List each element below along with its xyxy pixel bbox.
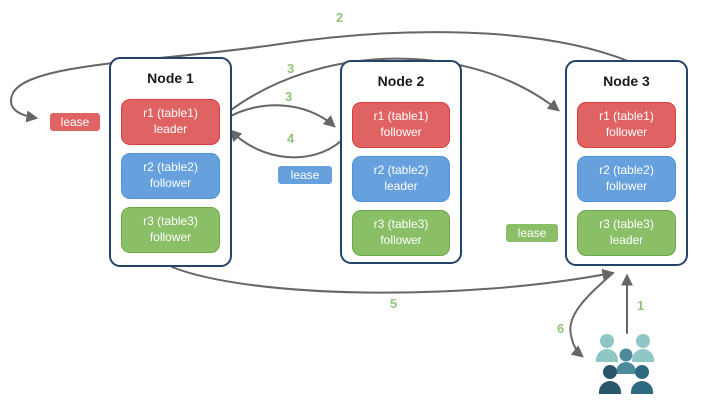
replica-range: r2 (table2) — [599, 163, 654, 178]
arrow-step-3-node1-to-node2 — [226, 104, 336, 128]
lease-label: lease — [60, 115, 90, 129]
replica-range: r1 (table1) — [143, 106, 198, 121]
step-label-3a: 3 — [287, 61, 295, 76]
arrow-step-4-node2-to-node1 — [229, 129, 342, 159]
node-2: Node 2 r1 (table1) follower r2 (table2) … — [340, 60, 462, 264]
replica-role: leader — [153, 122, 188, 136]
arrow-step-2-node3-to-lease1 — [10, 31, 629, 123]
arrow-step-5-node1-to-node3 — [171, 266, 615, 294]
replica-role: leader — [384, 179, 418, 193]
node2-replica-r2: r2 (table2) leader — [352, 156, 450, 202]
replica-range: r3 (table3) — [599, 217, 654, 232]
step-label-3b: 3 — [285, 89, 293, 104]
step-label-5: 5 — [390, 296, 398, 311]
node-1-title: Node 1 — [147, 70, 194, 86]
step-label-2: 2 — [336, 10, 344, 25]
node1-replica-r2: r2 (table2) follower — [121, 153, 220, 199]
users-group-icon — [596, 334, 654, 394]
node3-replica-r2: r2 (table2) follower — [577, 156, 676, 202]
replica-role: follower — [605, 179, 648, 193]
node2-replica-r3: r3 (table3) follower — [352, 210, 450, 256]
replica-role: follower — [380, 233, 422, 247]
lease-badge-r2: lease — [277, 165, 333, 185]
step-label-1: 1 — [637, 298, 645, 313]
node1-replica-r1: r1 (table1) leader — [121, 99, 220, 145]
step-label-4: 4 — [287, 131, 295, 146]
replica-range: r3 (table3) — [143, 214, 198, 229]
replica-range: r3 (table3) — [373, 217, 429, 232]
replica-range: r2 (table2) — [373, 163, 429, 178]
lease-label: lease — [517, 226, 547, 240]
replica-role: follower — [149, 176, 192, 190]
node2-replica-r1: r1 (table1) follower — [352, 102, 450, 148]
node3-replica-r1: r1 (table1) follower — [577, 102, 676, 148]
node3-replica-r3: r3 (table3) leader — [577, 210, 676, 256]
step-label-6: 6 — [557, 321, 565, 336]
node-3-title: Node 3 — [603, 73, 650, 89]
replica-range: r1 (table1) — [373, 109, 429, 124]
replica-role: leader — [609, 233, 644, 247]
replica-role: follower — [149, 230, 192, 244]
node-3: Node 3 r1 (table1) follower r2 (table2) … — [565, 60, 688, 266]
lease-badge-r1: lease — [49, 112, 101, 132]
node-1: Node 1 r1 (table1) leader r2 (table2) fo… — [109, 57, 232, 267]
replica-role: follower — [605, 125, 648, 139]
lease-badge-r3: lease — [505, 223, 559, 243]
node1-replica-r3: r3 (table3) follower — [121, 207, 220, 253]
lease-label: lease — [290, 168, 320, 182]
replica-role: follower — [380, 125, 422, 139]
replica-range: r1 (table1) — [599, 109, 654, 124]
node-2-title: Node 2 — [377, 73, 425, 89]
replica-range: r2 (table2) — [143, 160, 198, 175]
